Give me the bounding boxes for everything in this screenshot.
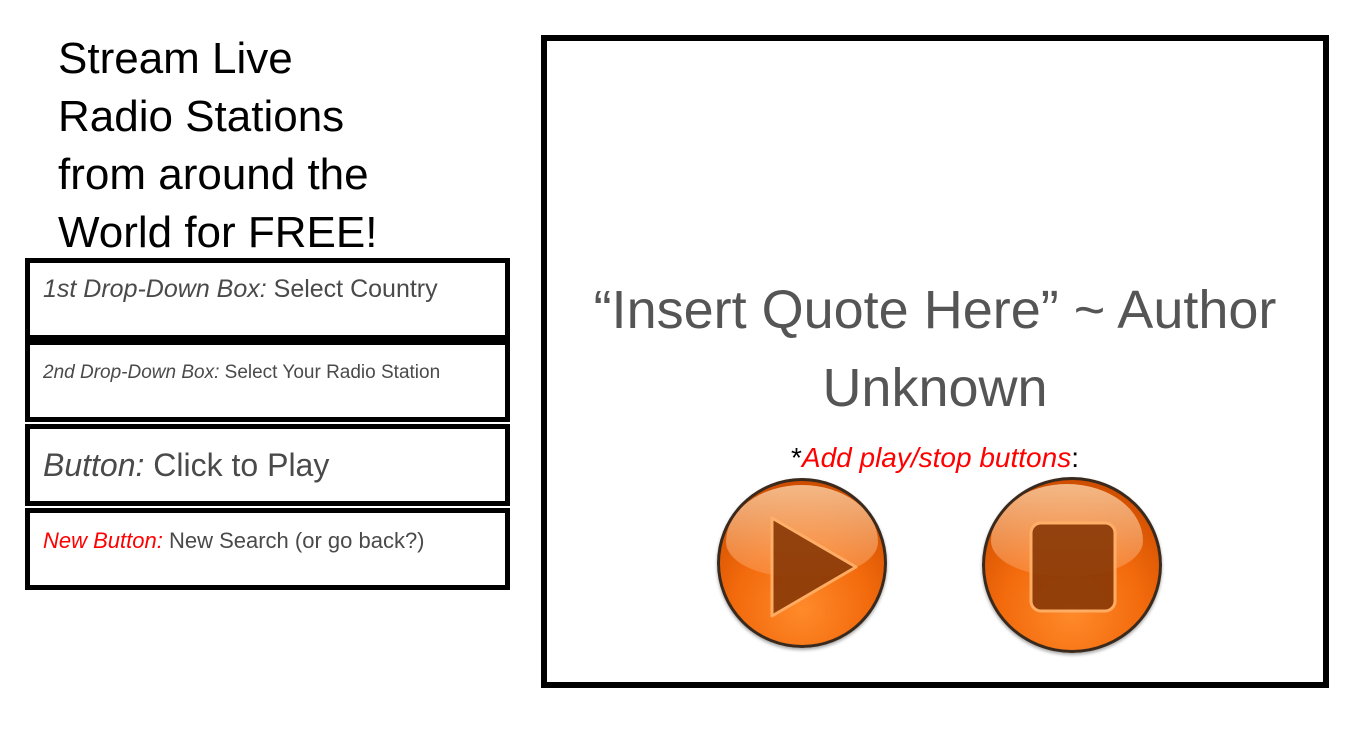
- headline-line-2: Radio Stations: [58, 92, 345, 141]
- stop-icon: [1029, 521, 1117, 613]
- headline-line-4: World for FREE!: [58, 208, 378, 257]
- stop-button[interactable]: [982, 477, 1162, 653]
- play-button[interactable]: [717, 478, 887, 648]
- station-dropdown-text: Select Your Radio Station: [219, 362, 441, 383]
- play-button-label: Button:: [43, 447, 145, 483]
- new-search-text: New Search (or go back?): [162, 528, 425, 553]
- page-headline: Stream Live Radio Stations from around t…: [58, 30, 488, 262]
- note-prefix: *: [791, 442, 802, 473]
- player-panel: “Insert Quote Here” ~ Author Unknown *Ad…: [541, 35, 1329, 688]
- quote-text: “Insert Quote Here” ~ Author Unknown: [547, 271, 1323, 427]
- country-dropdown-box[interactable]: 1st Drop-Down Box: Select Country: [25, 258, 510, 340]
- country-dropdown-label: 1st Drop-Down Box:: [43, 275, 267, 303]
- headline-line-3: from around the: [58, 150, 369, 199]
- new-search-button[interactable]: New Button: New Search (or go back?): [25, 508, 510, 590]
- headline-line-1: Stream Live: [58, 34, 293, 83]
- country-dropdown-text: Select Country: [266, 275, 438, 303]
- new-search-label: New Button:: [43, 528, 163, 553]
- play-icon: [770, 516, 858, 618]
- note-suffix: :: [1071, 442, 1079, 473]
- buttons-note: *Add play/stop buttons:: [547, 442, 1323, 474]
- click-to-play-button[interactable]: Button: Click to Play: [25, 424, 510, 506]
- station-dropdown-label: 2nd Drop-Down Box:: [43, 362, 220, 383]
- play-button-text: Click to Play: [144, 447, 330, 483]
- quote-line-1: “Insert Quote Here” ~ Author: [593, 280, 1277, 340]
- quote-line-2: Unknown: [822, 358, 1048, 418]
- station-dropdown-box[interactable]: 2nd Drop-Down Box: Select Your Radio Sta…: [25, 340, 510, 422]
- note-text: Add play/stop buttons: [801, 442, 1072, 473]
